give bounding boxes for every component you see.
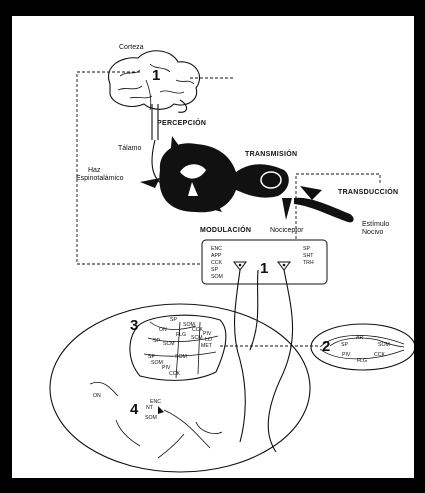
fiber-right <box>268 270 292 452</box>
box1-left-4: SOM <box>211 274 223 280</box>
dh-met: MET <box>201 343 213 349</box>
box1-left-list: ENC APP CCK SP SOM <box>211 246 223 280</box>
label-corteza: Corteza <box>119 44 144 51</box>
dh-scm2: SCM <box>163 341 175 347</box>
number-2-inset: 2 <box>322 338 330 355</box>
arrow-haz <box>140 178 160 188</box>
inset-flg: FLG <box>357 358 367 364</box>
box1-right-0: SP <box>303 246 310 252</box>
box1-right-2: TRH <box>303 260 314 266</box>
box1-left-1: APP <box>211 253 222 259</box>
label-haz-2: Espinotalámico <box>76 175 124 182</box>
label-nociceptor: Nociceptor <box>270 227 304 234</box>
label-haz-1: Haz <box>88 167 101 174</box>
number-4: 4 <box>130 401 139 418</box>
dh-scm: SCM <box>191 335 203 341</box>
arrow-transduccion <box>300 186 322 200</box>
inset-piv: PIV <box>342 352 351 358</box>
nociceptor-process <box>282 198 292 220</box>
label-estimulo-2: Nocivo <box>362 229 384 236</box>
stimulus-arrow <box>294 198 354 223</box>
dh-cck: CCK <box>192 327 203 333</box>
dh-sp: SP <box>170 317 177 323</box>
box1-left-3: SP <box>211 267 218 273</box>
ventral-on: ON <box>93 393 101 399</box>
dh-cck2: CCK <box>169 371 180 377</box>
ventral-som: SOM <box>145 415 157 421</box>
number-1-box: 1 <box>260 260 268 277</box>
dh-som2: SOM <box>175 354 187 360</box>
inset-ar: AR <box>356 335 363 341</box>
dh-sp2: SP <box>153 338 160 344</box>
box1-left-2: CCK <box>211 260 222 266</box>
inset-cck: CCK <box>374 352 385 358</box>
motor-neuron-icon <box>158 406 164 414</box>
label-modulacion: MODULACIÓN <box>200 225 251 234</box>
label-estimulo-1: Estímulo <box>362 221 389 228</box>
number-1-cortex: 1 <box>152 67 160 84</box>
pain-pathway-diagram: Corteza 1 PERCEPCIÓN Tálamo TRANSMISIÓN … <box>12 16 414 478</box>
diagram-panel: Corteza 1 PERCEPCIÓN Tálamo TRANSMISIÓN … <box>12 16 414 478</box>
inset-sp: SP <box>341 342 348 348</box>
label-percepcion: PERCEPCIÓN <box>157 118 206 127</box>
dorsal-horn-labels: SP SOM CCK ON FLG SCM PIV LO MET SP SCM … <box>148 317 213 377</box>
ventral-nt: NT <box>146 405 154 411</box>
fiber-left <box>235 270 246 442</box>
inset-som: SOM <box>378 342 390 348</box>
label-transduccion: TRANSDUCCIÓN <box>338 187 398 196</box>
number-3: 3 <box>130 317 138 334</box>
box1-right-1: SHT <box>303 253 314 259</box>
box1-left-0: ENC <box>211 246 222 252</box>
number-2-cord: 2 <box>266 173 274 190</box>
dh-flg: FLG <box>176 332 186 338</box>
label-transmision: TRANSMISIÓN <box>245 149 297 158</box>
label-talamo: Tálamo <box>118 145 141 152</box>
dh-on: ON <box>159 327 167 333</box>
